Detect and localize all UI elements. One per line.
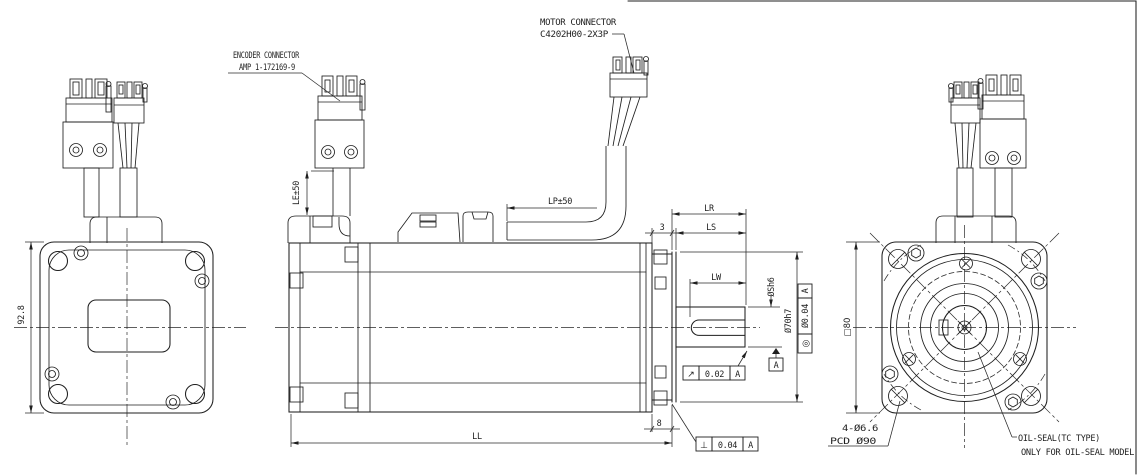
shaft-circle [941,304,988,351]
encoder-connector-left [62,78,114,218]
motor-connector-flange [948,81,981,218]
dim-flange-thick [644,405,680,447]
gdt-runout-symbol: ↗ [687,370,695,380]
gdt-runout-datum: A [735,370,740,380]
mount-holes-label: 4-Ø6.6 [842,423,878,434]
gdt-perpendicularity-symbol: ⊥ [700,441,708,451]
dim-spigot-dia [680,251,803,403]
pcd-circle [883,244,1046,411]
dim-ll-label: LL [472,432,482,442]
motor-connector-label-1: MOTOR CONNECTOR [540,18,617,28]
dim-square80-label: □80 [843,318,853,337]
dim-lead-power [506,204,597,221]
encoder-connector-flange [977,74,1027,218]
flange-body [881,241,1048,414]
pcd-label: PCD Ø90 [830,436,876,447]
gdt-concentricity-datum: A [801,288,811,293]
cable-outer-edge [507,146,627,241]
flange-view: □80 4-Ø6.6 PCD Ø90 OIL-SEAL(TC TYPE) ONL… [828,74,1134,458]
gdt-runout-frame: ↗ 0.02 A [682,350,748,381]
gdt-concentricity-value: Ø0.04 [800,304,811,328]
rear-view-body [39,241,214,414]
datum-a-label: A [774,361,779,371]
flange-shaft [651,251,746,403]
flange-cable-boot [935,215,1017,243]
rear-view: 92.8 [14,78,246,448]
encoder-connector-side [314,75,366,216]
gdt-perpendicularity-datum: A [748,441,753,451]
terminal-housings [397,211,494,243]
side-view: LE±50 LP±50 LR LS 3 LW [275,56,813,452]
motor-connector-left [113,81,148,218]
shaft-center-mark [957,320,972,335]
dim-8-label: 8 [657,419,662,429]
dim-shaft-dia-label: ØSh6 [766,277,777,296]
motor-connector-label-2: C4202H00-2X3P [540,30,608,40]
oil-seal-label-2: ONLY FOR OIL-SEAL MODEL [1021,448,1134,458]
hex-screws [881,244,1048,411]
gdt-perpendicularity-frame: ⊥ 0.04 A [671,403,759,452]
dim-spigot-dia-label: Ø70h7 [783,309,794,333]
nameplate [87,299,171,353]
dim-shaft-lengths [645,209,747,305]
dim-ls-label: LS [706,223,716,233]
dim-le-label: LE±50 [292,181,302,205]
gdt-runout-value: 0.02 [705,370,724,380]
cover-screws [902,256,1027,366]
oil-seal-label-1: OIL-SEAL(TC TYPE) [1018,434,1100,444]
sheet-border [627,0,1137,475]
mounting-holes [888,249,1041,406]
keyway-notch [938,319,949,336]
oil-seal-circle [908,271,1021,384]
oil-seal-note: OIL-SEAL(TC TYPE) ONLY FOR OIL-SEAL MODE… [977,351,1134,458]
dim-lead-encoder [305,170,334,215]
rear-view-centerlines [14,228,246,448]
mount-holes-note: 4-Ø6.6 PCD Ø90 [828,400,901,447]
flange-centerlines [853,225,1076,448]
dim-body-length [290,414,672,447]
datum-a-flag [768,348,784,372]
side-view-body [288,242,746,413]
dim-lp-label: LP±50 [548,197,572,207]
rear-cable-boot [89,216,163,243]
keyway [690,319,746,336]
gdt-perpendicularity-value: 0.04 [718,441,737,451]
gdt-concentricity-symbol: ◎ [802,339,812,347]
dim-body-height [25,241,44,414]
side-cable-boot [287,215,351,243]
dim-flange-square [846,241,880,414]
dim-92-8-label: 92.8 [17,305,27,324]
rear-screws [44,245,210,410]
motor-connector-side [506,56,649,241]
encoder-connector-label-2: AMP 1-172169-9 [239,63,295,73]
dim-3-label: 3 [660,223,665,233]
cable-inner-edge [507,146,607,223]
dim-lr-label: LR [704,204,715,214]
dim-shaft-dia [748,296,782,348]
motor-connector-callout: MOTOR CONNECTOR C4202H00-2X3P [540,18,635,74]
dim-lw-label: LW [711,273,722,283]
encoder-connector-callout: ENCODER CONNECTOR AMP 1-172169-9 [228,51,341,102]
dim-keyway [689,279,746,317]
gdt-concentricity-frame: ◎ Ø0.04 A [797,283,813,354]
encoder-connector-label-1: ENCODER CONNECTOR [233,51,300,61]
